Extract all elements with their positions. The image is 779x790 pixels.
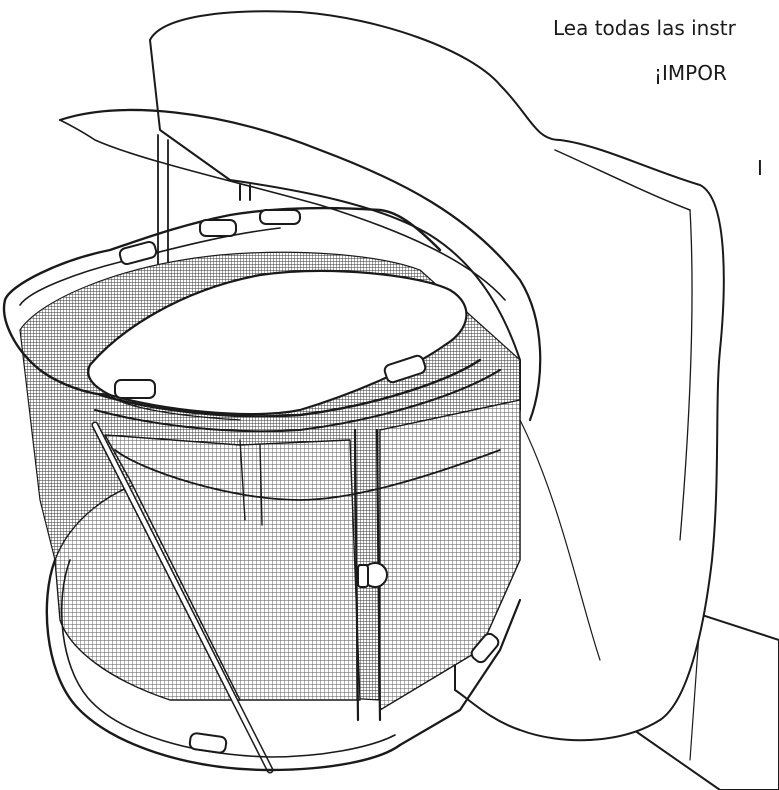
important-heading: ¡IMPOR — [654, 61, 727, 85]
top-rail — [2, 206, 501, 433]
fabric-band — [114, 439, 501, 526]
truncated-text: I — [757, 156, 763, 180]
center-post — [353, 428, 388, 722]
diagonal-strut — [91, 421, 274, 774]
instructions-line: Lea todas las instr — [553, 16, 736, 40]
front-mesh — [54, 399, 521, 711]
mattress — [87, 269, 468, 421]
base-frame — [45, 558, 522, 772]
